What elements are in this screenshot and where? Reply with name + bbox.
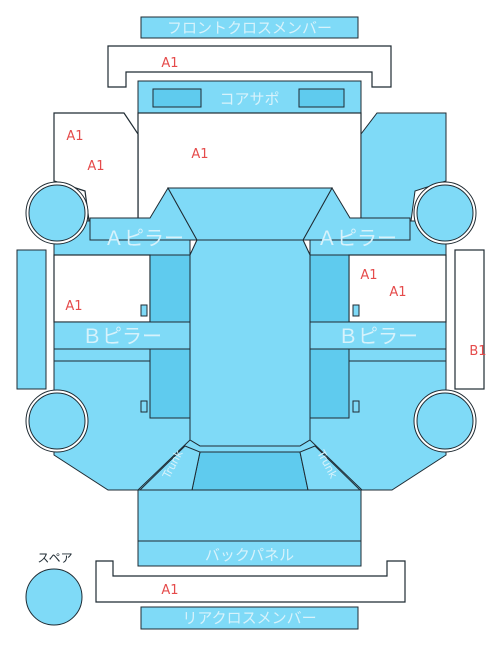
front-right-fender — [360, 112, 447, 222]
a-pillar-left-label: Ａピラー — [104, 226, 184, 250]
damage-mark-right-front-door-2: A1 — [389, 285, 406, 300]
left-front-latch — [140, 304, 148, 317]
right-rear-latch — [352, 400, 360, 413]
rear-left-wheel — [28, 392, 86, 450]
damage-mark-right-front-door-1: A1 — [360, 268, 377, 283]
damage-mark-front-cross-member: A1 — [161, 56, 178, 71]
front-cross-member-outline — [107, 45, 392, 88]
core-support-label: コアサポ — [219, 90, 279, 108]
damage-mark-rear-cross-member: A1 — [161, 583, 178, 598]
left-rear-latch — [140, 400, 148, 413]
rear-cross-member-outline — [95, 560, 406, 603]
right-front-door-opening — [348, 254, 447, 323]
damage-mark-hood: A1 — [191, 147, 208, 162]
front-cross-member-bar — [140, 16, 359, 39]
right-front-latch — [352, 304, 360, 317]
b-pillar-left-label: Ｂピラー — [82, 324, 162, 348]
left-side-sill — [16, 249, 47, 390]
front-right-wheel — [416, 184, 474, 242]
left-front-door-opening — [53, 254, 151, 323]
damage-mark-left-front-door: A1 — [65, 299, 82, 314]
spare-label: スペア — [37, 551, 72, 565]
b-pillar-right-label: Ｂピラー — [338, 324, 418, 348]
trunk-lid — [191, 451, 309, 491]
damage-mark-front-left-fender-1: A1 — [66, 129, 83, 144]
roof-inner — [189, 239, 311, 447]
back-panel-upper — [137, 489, 362, 542]
core-support-left-headlight — [152, 88, 202, 108]
rear-cross-member-bar — [140, 606, 359, 630]
back-panel-label: バックパネル — [205, 546, 294, 564]
spare-tire — [25, 568, 83, 626]
damage-mark-right-side-sill: B1 — [469, 344, 486, 359]
back-panel — [137, 540, 362, 567]
core-support-right-headlight — [298, 88, 345, 108]
rear-cross-member-label: リアクロスメンバー — [182, 609, 316, 627]
front-cross-member-label: フロントクロスメンバー — [167, 19, 332, 37]
right-side-sill — [454, 249, 485, 390]
a-pillar-right-label: Ａピラー — [317, 226, 397, 250]
damage-mark-front-left-fender-2: A1 — [87, 159, 104, 174]
rear-right-wheel — [416, 392, 474, 450]
b-pillar-right — [309, 321, 447, 350]
front-left-wheel — [28, 184, 86, 242]
